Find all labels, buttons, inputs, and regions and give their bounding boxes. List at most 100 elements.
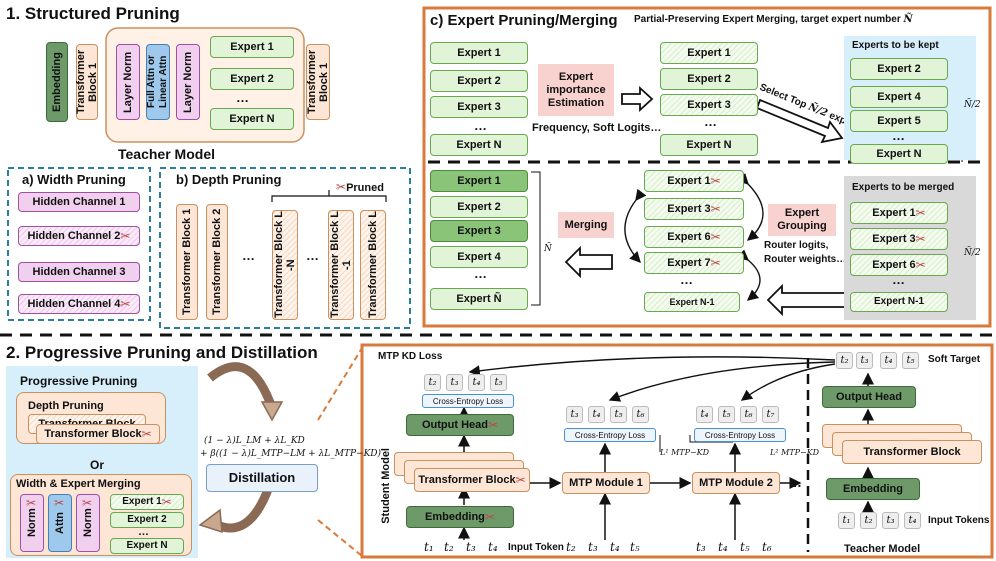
scissors-icon: ✂: [710, 256, 721, 270]
student-target-token: t₃: [446, 374, 463, 391]
cross-entropy-mtp2: Cross-Entropy Loss: [694, 428, 786, 442]
kept-expert-5: Expert 5: [850, 110, 948, 132]
hidden-channel-3: Hidden Channel 3: [18, 262, 140, 282]
student-tb-front: Transformer Block✂: [414, 468, 530, 492]
depth-block-l: Transformer Block L: [360, 210, 386, 320]
merged-expert-2: Expert 2: [430, 196, 528, 218]
cross-entropy-main: Cross-Entropy Loss: [422, 394, 514, 408]
group-expert-n-1: Expert N-1: [644, 292, 740, 312]
merged-expert-1: Expert 1: [430, 170, 528, 192]
merged-count: Ñ: [544, 244, 552, 254]
student-target-token: t₂: [424, 374, 441, 391]
teacher-model-bottom: Teacher Model: [844, 543, 921, 555]
teacher-expert-n: Expert N: [210, 108, 294, 130]
mid-top-expert-2: Expert 2: [660, 68, 758, 90]
input-token: t₄: [610, 540, 620, 554]
width-pruning-title: a) Width Pruning: [22, 172, 126, 187]
left-top-dots: …: [474, 118, 487, 133]
teacher-expert-2: Expert 2: [210, 68, 294, 90]
scissors-icon: ✂: [336, 180, 347, 194]
input-token: t₄: [488, 540, 498, 554]
depth-frame: [159, 167, 411, 329]
scissors-icon: ✂: [141, 427, 152, 441]
soft-target-label: Soft Target: [928, 354, 981, 365]
left-top-expert-1: Expert 1: [430, 42, 528, 64]
teacher-model-label: Teacher Model: [118, 146, 215, 162]
kept-expert-4: Expert 4: [850, 86, 948, 108]
prog-expert-2: Expert 2: [110, 512, 184, 528]
tbm-expert-6: Expert 6✂: [850, 254, 948, 276]
scissors-icon: ✂: [120, 297, 131, 311]
scissors-icon: ✂: [82, 496, 93, 510]
depth-block-l-n: Transformer Block L -N: [272, 210, 298, 320]
merged-dots: …: [474, 266, 487, 281]
depth-block-l-1: Transformer Block L -1: [328, 210, 354, 320]
progressive-panel-title: Progressive Pruning: [20, 374, 138, 388]
depth-dots-1: …: [242, 248, 255, 263]
tbm-expert-n-1: Expert N-1: [850, 292, 948, 312]
scissors-icon: ✂: [710, 174, 721, 188]
expert-frame: [422, 6, 992, 328]
merge-fraction: Ñ/2: [964, 248, 981, 258]
input-token: t₅: [630, 540, 640, 554]
depth-dots-2: …: [306, 248, 319, 263]
mid-top-expert-3: Expert 3: [660, 94, 758, 116]
kept-dots: …: [892, 128, 905, 143]
mtp2-target-token: t₇: [762, 406, 779, 423]
merged-expert-4: Expert 4: [430, 246, 528, 268]
left-top-expert-2: Expert 2: [430, 70, 528, 92]
teacher-expert-1: Expert 1: [210, 36, 294, 58]
tbm-dots: …: [892, 272, 905, 287]
teacher-input-token: t₃: [882, 512, 899, 529]
mtp2-target-token: t₄: [696, 406, 713, 423]
mid-top-dots: …: [704, 114, 717, 129]
input-token: t₃: [466, 540, 476, 554]
distillation-box: Distillation: [206, 464, 318, 492]
frequency-label: Frequency, Soft Logits…: [532, 122, 662, 134]
width-merge-label: Width & Expert Merging: [16, 478, 141, 490]
hidden-channel-2: Hidden Channel 2✂: [18, 226, 140, 246]
kept-title: Experts to be kept: [852, 40, 939, 51]
scissors-icon: ✂: [710, 202, 721, 216]
depth-block-2: Transformer Block 2: [206, 204, 228, 320]
merged-expert-n-tilde: Expert Ñ: [430, 288, 528, 310]
student-embedding: Embedding✂: [406, 506, 514, 528]
scissors-icon: ✂: [915, 258, 926, 272]
input-token: t₂: [444, 540, 454, 554]
prog-dots: …: [138, 526, 149, 538]
teacher-embedding: Embedding: [826, 478, 920, 500]
input-token: t₁: [424, 540, 434, 554]
expert-grouping: Expert Grouping: [768, 204, 836, 236]
mtp1-loss: L¹ MTP−KD: [660, 448, 710, 457]
scissors-icon: ✂: [515, 473, 526, 487]
teacher-input-token: t₄: [904, 512, 921, 529]
input-token: t₆: [762, 540, 772, 554]
mtp-dots: …: [788, 474, 802, 490]
mid-top-expert-1: Expert 1: [660, 42, 758, 64]
prog-expert-n: Expert N: [110, 538, 184, 554]
soft-target-token: t₅: [902, 352, 919, 369]
merged-expert-3: Expert 3: [430, 220, 528, 242]
kept-expert-2: Expert 2: [850, 58, 948, 80]
input-token-label: Input Token: [508, 542, 564, 553]
cross-entropy-mtp1: Cross-Entropy Loss: [564, 428, 656, 442]
mtp2-loss: L² MTP−KD: [770, 448, 820, 457]
loss-formula-2: + β((1 − λ)L_MTP−LM + λL_MTP−KD): [200, 449, 382, 459]
tbm-expert-1: Expert 1✂: [850, 202, 948, 224]
mtp-frame: [360, 343, 994, 559]
mtp1-target-token: t₄: [588, 406, 605, 423]
student-target-token: t₄: [468, 374, 485, 391]
expert-pruning-title: c) Expert Pruning/Merging: [430, 12, 618, 29]
scissors-icon: ✂: [710, 230, 721, 244]
student-model-label: Student Model: [380, 448, 392, 524]
kept-expert-n: Expert N: [850, 144, 948, 164]
depth-block-1: Transformer Block 1: [176, 204, 198, 320]
importance-estimation: Expert importance Estimation: [538, 64, 614, 116]
group-expert-1: Expert 1✂: [644, 170, 744, 192]
tbm-expert-3: Expert 3✂: [850, 228, 948, 250]
scissors-icon: ✂: [120, 229, 131, 243]
hidden-channel-1: Hidden Channel 1: [18, 192, 140, 212]
teacher-tb-front: Transformer Block: [842, 440, 982, 464]
hidden-channel-4: Hidden Channel 4✂: [18, 294, 140, 314]
merged-title: Experts to be merged: [852, 182, 955, 193]
